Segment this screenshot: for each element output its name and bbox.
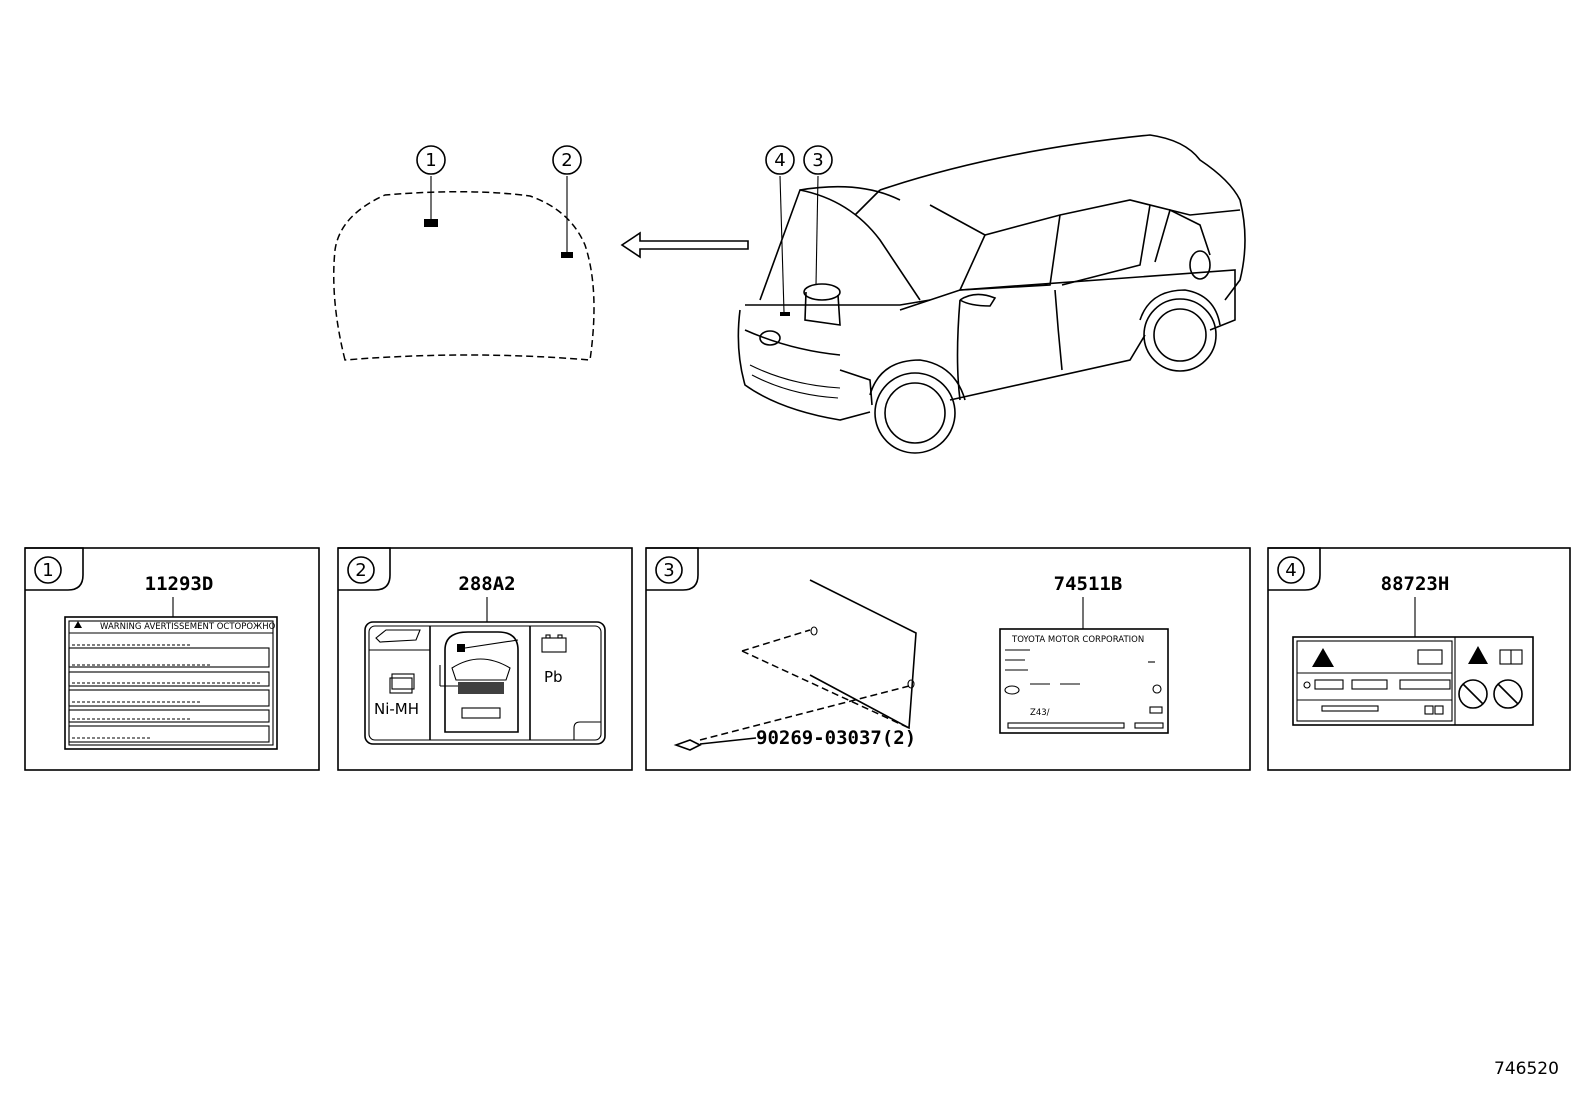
panel-3: 3 90269-03037(2) 74511B TOYOTA MOTOR COR… — [645, 547, 1251, 771]
pb-label: Pb — [544, 668, 563, 686]
vehicle-illustration — [737, 134, 1246, 454]
label-1-header: WARNING AVERTISSEMENT ОСТОРОЖНО — [100, 622, 276, 632]
plate-code: Z43/ — [1030, 708, 1050, 718]
part-number-288A2: 288A2 — [458, 573, 515, 595]
panel-4: 4 88723H — [1267, 547, 1571, 771]
svg-text:2: 2 — [561, 150, 572, 171]
vehicle-label-4-marker — [780, 312, 790, 316]
svg-text:2: 2 — [355, 560, 366, 581]
part-number-11293D: 11293D — [145, 573, 214, 595]
hood-outline — [333, 190, 595, 361]
svg-text:3: 3 — [812, 150, 823, 171]
callout-4-top: 4 — [765, 145, 795, 175]
diagram-id: 746520 — [1494, 1059, 1559, 1079]
svg-text:1: 1 — [425, 150, 436, 171]
direction-arrow — [620, 231, 749, 259]
svg-text:1: 1 — [42, 560, 53, 581]
panel-1: 1 11293D WARNING AVERTISSEMENT ОСТОРОЖНО — [24, 547, 320, 771]
callout-2-top: 2 — [552, 145, 582, 175]
svg-text:4: 4 — [1285, 560, 1296, 581]
callout-3-top: 3 — [803, 145, 833, 175]
part-number-88723H: 88723H — [1381, 573, 1450, 595]
plate-title: TOYOTA MOTOR CORPORATION — [1011, 635, 1144, 645]
nimh-label: Ni-MH — [374, 700, 419, 718]
hood-label-1-marker — [424, 219, 438, 227]
panel-2: 2 288A2 Ni-MH Pb — [337, 547, 633, 771]
part-number-74511B: 74511B — [1054, 573, 1123, 595]
svg-text:3: 3 — [663, 560, 674, 581]
svg-text:4: 4 — [774, 150, 785, 171]
hood-label-2-marker — [561, 252, 573, 258]
callout-1-top: 1 — [416, 145, 446, 175]
fastener-part-number: 90269-03037(2) — [756, 727, 916, 749]
